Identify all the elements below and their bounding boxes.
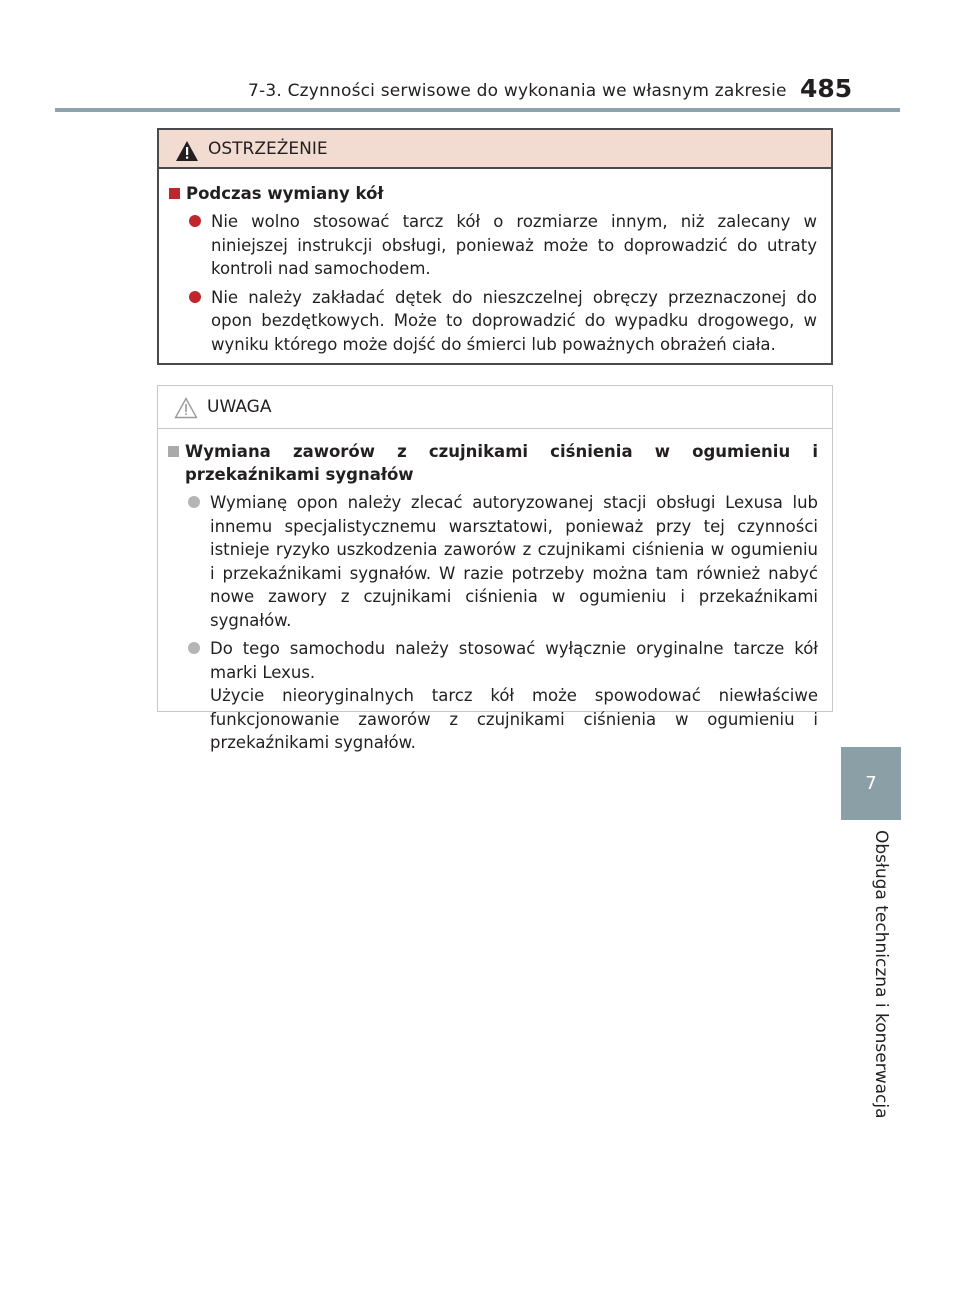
notice-section-title: Wymiana zaworów z czujnikami ciśnienia w…: [185, 442, 818, 484]
running-header-title: 7-3. Czynności serwisowe do wykonania we…: [248, 81, 787, 101]
bullet-dot-icon: [188, 496, 200, 508]
notice-box-header: UWAGA: [158, 386, 832, 429]
warning-box-header: OSTRZEŻENIE: [159, 130, 831, 169]
header-divider: [55, 108, 900, 112]
warning-box-title: OSTRZEŻENIE: [208, 139, 328, 159]
notice-section-heading: Wymiana zaworów z czujnikami ciśnienia w…: [168, 440, 818, 486]
chapter-tab: 7: [841, 747, 901, 820]
list-item-text: Nie wolno stosować tarcz kół o rozmiarze…: [211, 212, 817, 278]
chapter-title: Obsługa techniczna i konserwacja: [871, 830, 891, 1119]
list-item: Nie wolno stosować tarcz kół o rozmiarze…: [189, 210, 817, 281]
page-number: 485: [800, 74, 853, 103]
list-item: Do tego samochodu należy stosować wyłącz…: [188, 637, 818, 755]
warning-triangle-icon: [176, 141, 198, 161]
list-item-text: Wymianę opon należy zlecać autoryzowanej…: [210, 493, 818, 630]
bullet-dot-icon: [189, 290, 201, 303]
list-item-text: Do tego samochodu należy stosować wyłącz…: [210, 637, 818, 755]
list-item: Nie należy zakładać dętek do nieszczelne…: [189, 286, 817, 357]
notice-box-title: UWAGA: [207, 397, 272, 417]
warning-section-title: Podczas wymiany kół: [186, 184, 384, 203]
list-item-text-line: Do tego samochodu należy stosować wyłącz…: [210, 639, 818, 682]
notice-section: Wymiana zaworów z czujnikami ciśnienia w…: [168, 440, 818, 755]
warning-box: OSTRZEŻENIE Podczas wymiany kół Nie woln…: [157, 128, 833, 365]
list-item-text: Nie należy zakładać dętek do nieszczelne…: [211, 287, 817, 354]
chapter-number: 7: [865, 773, 877, 794]
section-square-icon: [168, 446, 179, 457]
section-square-icon: [169, 188, 180, 199]
list-item-text-line: Użycie nieoryginalnych tarcz kół może sp…: [210, 686, 818, 752]
warning-section: Podczas wymiany kół Nie wolno stosować t…: [169, 182, 817, 356]
warning-section-heading: Podczas wymiany kół: [169, 182, 817, 205]
bullet-dot-icon: [188, 642, 200, 654]
notice-box: UWAGA Wymiana zaworów z czujnikami ciśni…: [157, 385, 833, 752]
bullet-dot-icon: [189, 215, 201, 227]
caution-triangle-outline-icon: [174, 397, 198, 419]
list-item: Wymianę opon należy zlecać autoryzowanej…: [188, 491, 818, 632]
